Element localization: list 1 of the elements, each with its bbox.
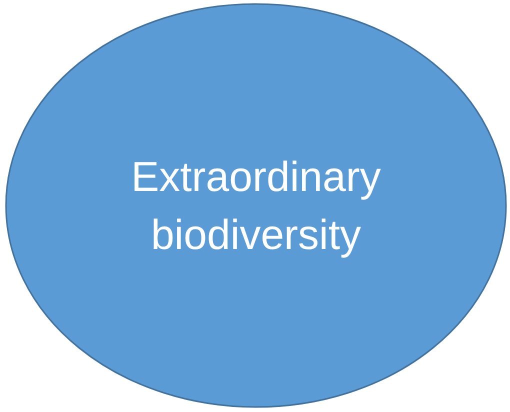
node-text: Extraordinary biodiversity [130, 152, 382, 260]
